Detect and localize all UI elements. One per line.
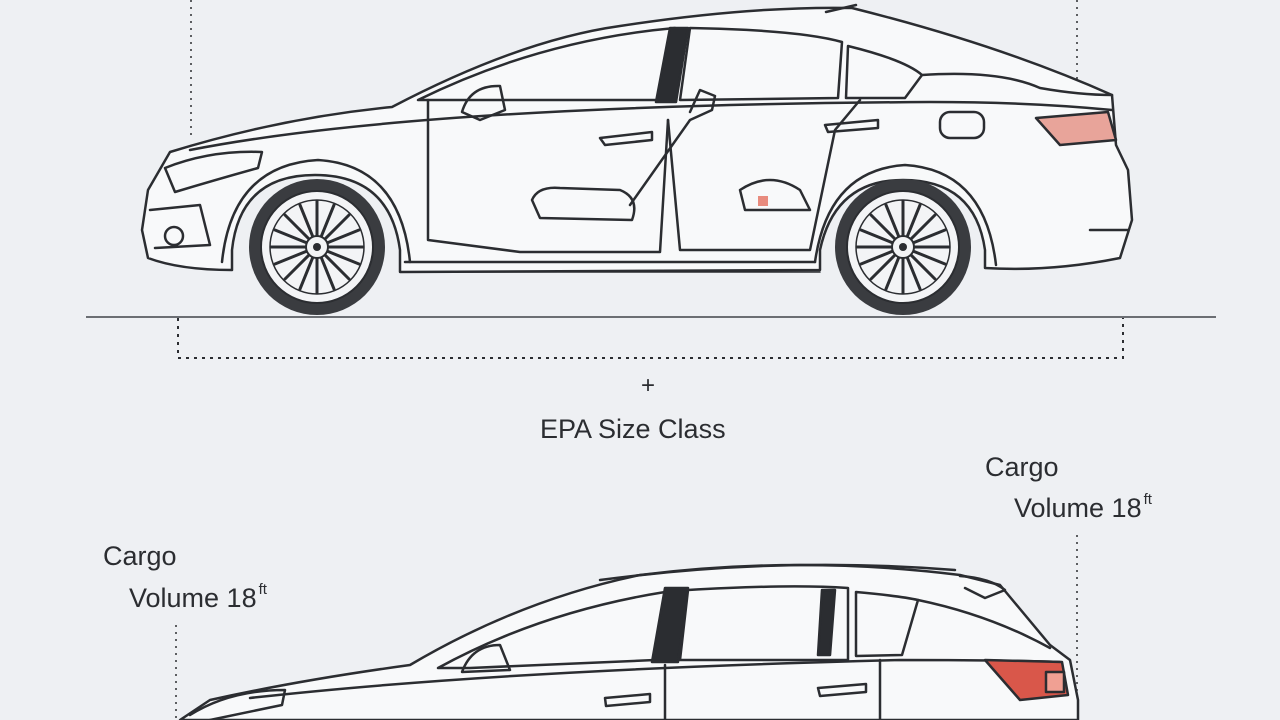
hatchback-side-view-icon: [178, 563, 1080, 720]
left-cargo-label: Cargo: [103, 541, 177, 571]
right-cargo-label: Cargo: [985, 452, 1059, 482]
sedan-rear-wheel-icon: [833, 177, 973, 317]
length-dimension-bracket: [177, 318, 1124, 359]
left-cargo-unit: ft: [258, 581, 267, 598]
right-cargo-volume-text: Volume 18: [1014, 493, 1142, 523]
sedan-side-view-icon: [140, 3, 1134, 274]
dimension-guides-top: [190, 0, 1078, 140]
sedan-front-wheel-icon: [247, 177, 387, 317]
plus-sign: +: [641, 372, 656, 399]
left-cargo-volume-text: Volume 18: [129, 583, 257, 613]
right-cargo-unit: ft: [1143, 491, 1152, 508]
epa-size-class-label: EPA Size Class: [540, 414, 726, 444]
